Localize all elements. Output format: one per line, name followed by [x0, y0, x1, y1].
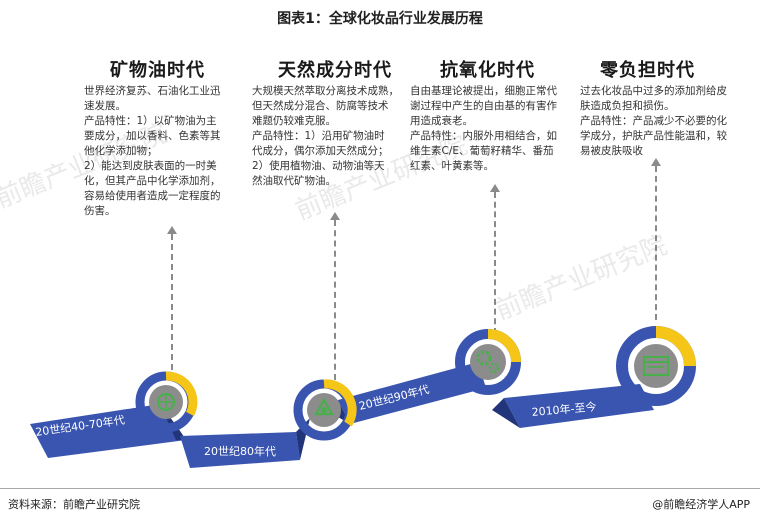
gears-icon	[476, 350, 500, 374]
era-title-mineral-oil: 矿物油时代	[110, 60, 205, 81]
era-desc-mineral-oil: 世界经济复苏、石油化工业迅速发展。产品特性：1）以矿物油为主 要成分，加以香料、…	[84, 85, 221, 217]
era-desc-zero-burden: 过去化妆品中过多的添加剂给皮肤造成负担和损伤。产品特性：产品减少不必要的化 学成…	[580, 85, 727, 157]
era-desc-antioxidant: 自由基理论被提出，细胞正常代谢过程中产生的自由基的有害作用造成衰老。 产品特性：…	[410, 85, 557, 172]
brand-note: @前瞻经济学人APP	[652, 498, 750, 511]
watermark-text: 前瞻产业研究院	[0, 118, 171, 214]
arrow-up-icon	[651, 158, 661, 166]
era-desc-natural: 大规模天然萃取分离技术成熟，但天然成分混合、防腐等技术难题仍较难克服。 产品特性…	[252, 85, 399, 187]
era-node-antioxidant	[455, 329, 521, 395]
era-node-mineral-oil	[135, 371, 198, 433]
arrow-up-icon	[167, 226, 177, 234]
era-node-zero-burden	[616, 326, 696, 406]
footer-divider	[0, 488, 760, 489]
connector-line	[171, 234, 173, 370]
arrow-up-icon	[330, 212, 340, 220]
browser-icon	[643, 356, 669, 376]
period-label-1980s: 20世纪80年代	[204, 444, 276, 458]
era-title-antioxidant: 抗氧化时代	[440, 60, 535, 81]
recycle-icon	[314, 397, 334, 416]
source-note: 资料来源：前瞻产业研究院	[8, 498, 140, 511]
era-title-natural: 天然成分时代	[278, 60, 392, 81]
watermark-text: 前瞻产业研究院	[491, 230, 671, 326]
chart-title: 图表1：全球化妆品行业发展历程	[277, 11, 483, 27]
era-node-natural	[293, 379, 357, 441]
connector-line	[655, 166, 657, 320]
connector-line	[494, 192, 496, 334]
watermark-group: 前瞻产业研究院 前瞻产业研究院 前瞻产业研究院	[0, 118, 671, 326]
arrow-up-icon	[490, 184, 500, 192]
connector-line	[334, 220, 336, 380]
globe-icon	[157, 393, 175, 411]
era-title-zero-burden: 零负担时代	[600, 60, 695, 81]
watermark-text: 前瞻产业研究院	[291, 130, 471, 226]
period-label-2010s: 2010年-至今	[531, 399, 597, 419]
